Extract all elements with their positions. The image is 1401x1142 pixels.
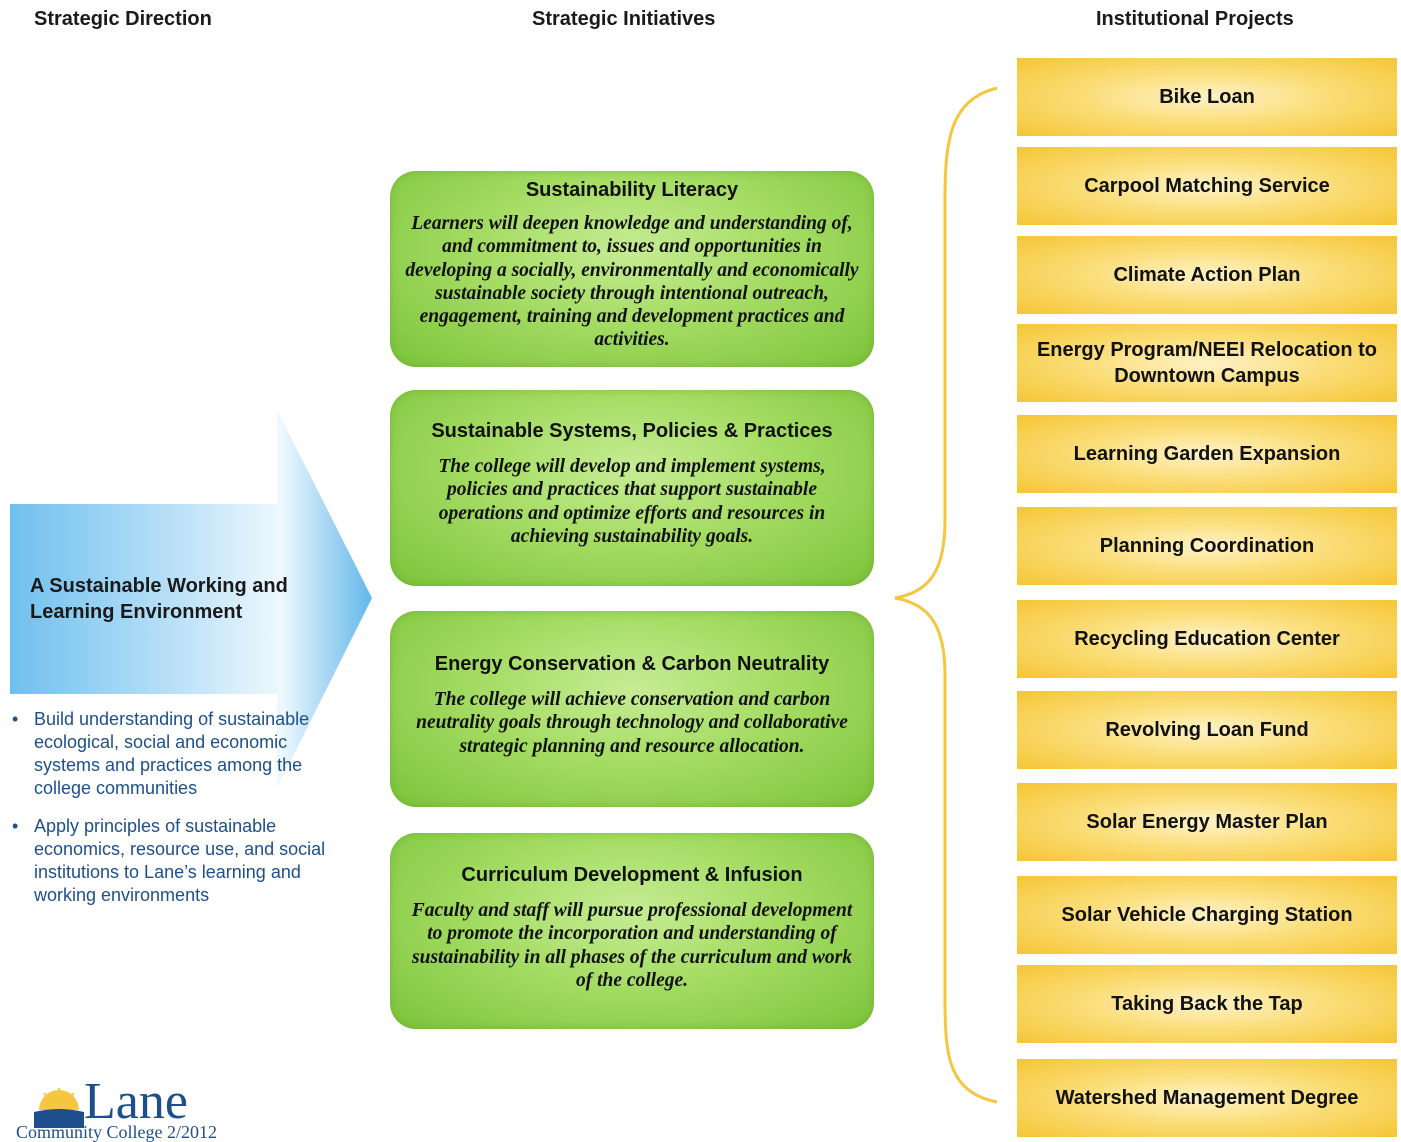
initiative-energy-conservation: Energy Conservation & Carbon Neutrality …: [390, 611, 874, 807]
project-item: Solar Energy Master Plan: [1017, 783, 1397, 861]
project-item: Climate Action Plan: [1017, 236, 1397, 314]
project-item: Taking Back the Tap: [1017, 965, 1397, 1043]
curly-brace: [894, 86, 998, 1104]
project-item: Carpool Matching Service: [1017, 147, 1397, 225]
project-item: Recycling Education Center: [1017, 600, 1397, 678]
project-item: Revolving Loan Fund: [1017, 691, 1397, 769]
project-item: Solar Vehicle Charging Station: [1017, 876, 1397, 954]
project-item: Energy Program/NEEI Relocation to Downto…: [1017, 324, 1397, 402]
initiative-description: The college will develop and implement s…: [438, 456, 826, 547]
direction-bullet: Apply principles of sustainable economic…: [12, 815, 357, 907]
direction-bullet-list: Build understanding of sustainable ecolo…: [12, 708, 357, 922]
lane-logo: Lane Community College 2/2012: [16, 1073, 306, 1142]
initiative-description: The college will achieve conservation an…: [416, 689, 848, 757]
initiative-title: Sustainability Literacy: [525, 179, 739, 201]
header-strategic-initiatives: Strategic Initiatives: [532, 8, 716, 30]
initiative-sustainable-systems: Sustainable Systems, Policies & Practice…: [390, 390, 874, 586]
initiative-description: Learners will deepen knowledge and under…: [405, 213, 859, 351]
project-item: Learning Garden Expansion: [1017, 415, 1397, 493]
direction-bullet: Build understanding of sustainable ecolo…: [12, 708, 357, 800]
initiative-description: Faculty and staff will pursue profession…: [411, 900, 853, 991]
initiative-sustainability-literacy: Sustainability Literacy Learners will de…: [390, 171, 874, 367]
initiative-title: Sustainable Systems, Policies & Practice…: [431, 420, 833, 442]
initiative-curriculum-development: Curriculum Development & Infusion Facult…: [390, 833, 874, 1029]
project-item: Watershed Management Degree: [1017, 1059, 1397, 1137]
sunrise-icon: [34, 1088, 84, 1128]
initiative-title: Curriculum Development & Infusion: [461, 864, 803, 886]
logo-subtitle: Community College 2/2012: [16, 1122, 217, 1142]
strategic-direction-title: A Sustainable Working and Learning Envir…: [30, 575, 288, 623]
header-strategic-direction: Strategic Direction: [34, 8, 212, 30]
direction-arrow: [10, 410, 372, 788]
project-item: Planning Coordination: [1017, 507, 1397, 585]
project-item: Bike Loan: [1017, 58, 1397, 136]
header-institutional-projects: Institutional Projects: [1096, 8, 1294, 30]
logo-wordmark: Lane: [84, 1073, 188, 1130]
initiative-title: Energy Conservation & Carbon Neutrality: [434, 653, 830, 675]
